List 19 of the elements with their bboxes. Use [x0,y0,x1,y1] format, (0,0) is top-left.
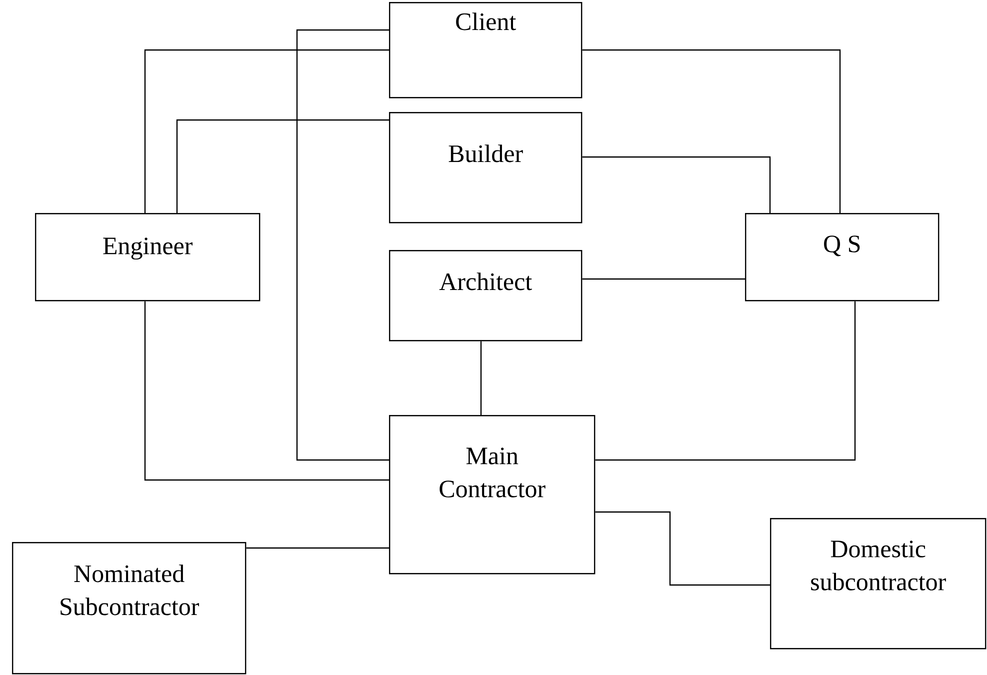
connector-line [296,29,389,461]
process-box: Builder [389,112,582,224]
connector-line [480,341,482,415]
process-box: Main Contractor [389,415,596,574]
process-box: Q S [745,213,940,302]
connector-line [246,547,389,549]
connector-line [144,301,389,481]
process-box: Domestic subcontractor [770,518,986,650]
connector-line [595,301,856,461]
connector-line [582,278,745,280]
process-box: Architect [389,250,582,342]
process-box: Client [389,2,582,98]
connector-line [595,511,770,586]
connector-line [582,49,841,213]
process-box: Nominated Subcontractor [12,542,246,674]
process-box: Engineer [35,213,260,302]
connector-line [144,49,389,213]
connector-line [176,119,389,213]
connector-line [582,156,771,213]
